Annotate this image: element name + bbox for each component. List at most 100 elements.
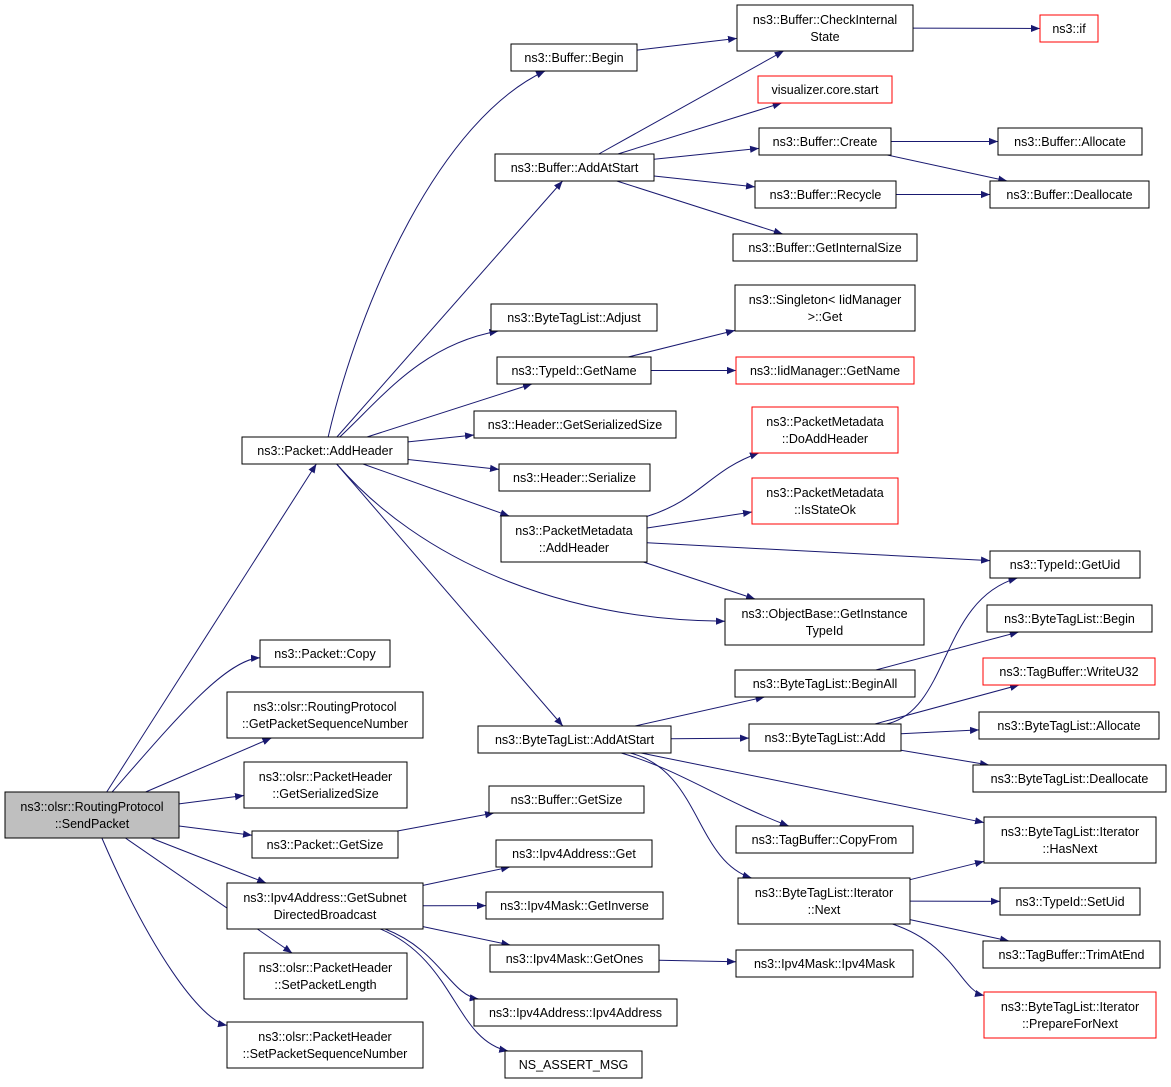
node-label: ns3::PacketMetadata [766, 486, 883, 500]
node-pktmeta-addheader[interactable]: ns3::PacketMetadata::AddHeader [500, 515, 648, 563]
node-packet-copy[interactable]: ns3::Packet::Copy [259, 639, 391, 668]
edge-send_packet-to-pkthdr_getser [178, 793, 245, 805]
node-pktmeta-isstateok[interactable]: ns3::PacketMetadata::IsStateOk [751, 477, 899, 525]
node-buffer-allocate[interactable]: ns3::Buffer::Allocate [997, 127, 1143, 156]
node-packet-getsize[interactable]: ns3::Packet::GetSize [251, 830, 399, 859]
node-pkthdr-setseq[interactable]: ns3::olsr::PacketHeader::SetPacketSequen… [226, 1021, 424, 1069]
node-label: ::PrepareForNext [1022, 1017, 1118, 1031]
node-packet-addheader[interactable]: ns3::Packet::AddHeader [241, 436, 409, 465]
node-ipv4addr-ctor[interactable]: ns3::Ipv4Address::Ipv4Address [473, 998, 678, 1027]
node-box [504, 1050, 643, 1079]
node-box [999, 887, 1141, 916]
edge-packet_addheader-to-header_serialize [407, 458, 500, 472]
node-tagbuffer-writeu32[interactable]: ns3::TagBuffer::WriteU32 [982, 657, 1156, 686]
node-label: State [810, 30, 839, 44]
node-bytetaglist-deallocate[interactable]: ns3::ByteTagList::Deallocate [972, 764, 1167, 793]
edge-ipv4_subnet-to-ipv4addr_get [422, 865, 511, 886]
node-box [495, 839, 653, 868]
node-box [473, 410, 677, 439]
node-typeid-getname[interactable]: ns3::TypeId::GetName [496, 356, 652, 385]
node-buffer-recycle[interactable]: ns3::Buffer::Recycle [754, 180, 897, 209]
node-ipv4mask-getinverse[interactable]: ns3::Ipv4Mask::GetInverse [485, 891, 664, 920]
edge-pktmeta_addheader-to-objectbase_getinstance [643, 561, 756, 600]
node-header-serialize[interactable]: ns3::Header::Serialize [498, 463, 651, 492]
node-typeid-setuid[interactable]: ns3::TypeId::SetUid [999, 887, 1141, 916]
node-label: ns3::Packet::GetSize [267, 838, 384, 852]
node-label: DirectedBroadcast [274, 908, 377, 922]
node-box [989, 180, 1150, 209]
node-ipv4mask-getones[interactable]: ns3::Ipv4Mask::GetOnes [489, 944, 660, 973]
node-label: ns3::ByteTagList::BeginAll [753, 677, 898, 691]
node-get-pkt-seq[interactable]: ns3::olsr::RoutingProtocol::GetPacketSeq… [226, 691, 424, 739]
node-box [498, 463, 651, 492]
edge-packet_addheader-to-bytetaglist_addatstart [336, 463, 564, 727]
edge-bytetaglist_add-to-typeid_getuid [886, 577, 1018, 725]
node-label: ::IsStateOk [794, 503, 857, 517]
node-box [986, 604, 1153, 633]
node-pktmeta-doaddheader[interactable]: ns3::PacketMetadata::DoAddHeader [751, 406, 899, 454]
node-pkthdr-getser[interactable]: ns3::olsr::PacketHeader::GetSerializedSi… [243, 761, 408, 809]
node-bytetaglist-add[interactable]: ns3::ByteTagList::Add [748, 723, 902, 752]
node-label: ns3::Buffer::GetInternalSize [748, 241, 901, 255]
node-buffer-deallocate[interactable]: ns3::Buffer::Deallocate [989, 180, 1150, 209]
node-label: ::DoAddHeader [782, 432, 868, 446]
edge-ipv4_subnet-to-ipv4mask_getones [422, 926, 511, 947]
node-bytetaglist-adjust[interactable]: ns3::ByteTagList::Adjust [490, 303, 658, 332]
node-label: ns3::Singleton< IidManager [749, 293, 902, 307]
node-bytetaglist-begin[interactable]: ns3::ByteTagList::Begin [986, 604, 1153, 633]
node-iidmanager-getname[interactable]: ns3::IidManager::GetName [735, 356, 915, 385]
node-label: ::GetPacketSequenceNumber [242, 717, 408, 731]
node-tagbuffer-copyfrom[interactable]: ns3::TagBuffer::CopyFrom [735, 825, 914, 854]
node-box [732, 233, 918, 262]
node-ipv4addr-get[interactable]: ns3::Ipv4Address::Get [495, 839, 653, 868]
node-label: ns3::Buffer::CheckInternal [753, 13, 897, 27]
node-label: ::GetSerializedSize [272, 787, 378, 801]
node-bytetaglist-addatstart[interactable]: ns3::ByteTagList::AddAtStart [477, 725, 672, 754]
node-label: TypeId [806, 624, 844, 638]
node-ns-assert-msg[interactable]: NS_ASSERT_MSG [504, 1050, 643, 1079]
node-box [477, 725, 672, 754]
node-box [983, 816, 1157, 864]
node-singleton-get[interactable]: ns3::Singleton< IidManager>::Get [734, 284, 916, 332]
node-box [978, 711, 1160, 740]
node-typeid-getuid[interactable]: ns3::TypeId::GetUid [989, 550, 1141, 579]
edge-typeid_getname-to-singleton_get [628, 329, 736, 358]
node-bytetaglist-allocate[interactable]: ns3::ByteTagList::Allocate [978, 711, 1160, 740]
node-label: ns3::PacketMetadata [766, 415, 883, 429]
node-label: ns3::TagBuffer::TrimAtEnd [999, 948, 1145, 962]
node-label: ::AddHeader [539, 541, 609, 555]
node-box [496, 356, 652, 385]
node-iterator-hasnext[interactable]: ns3::ByteTagList::Iterator::HasNext [983, 816, 1157, 864]
edge-bytetaglist_add-to-bytetaglist_allocate [900, 726, 980, 735]
node-tagbuffer-trimatend[interactable]: ns3::TagBuffer::TrimAtEnd [982, 940, 1161, 969]
node-send-packet[interactable]: ns3::olsr::RoutingProtocol::SendPacket [4, 791, 180, 839]
node-buffer-getinternalsize[interactable]: ns3::Buffer::GetInternalSize [732, 233, 918, 262]
edge-send_packet-to-ipv4_subnet [150, 837, 267, 884]
node-bytetaglist-beginall[interactable]: ns3::ByteTagList::BeginAll [734, 669, 916, 698]
node-pkthdr-setlen[interactable]: ns3::olsr::PacketHeader::SetPacketLength [243, 952, 408, 1000]
node-buffer-create[interactable]: ns3::Buffer::Create [758, 127, 892, 156]
node-label: ns3::Ipv4Mask::GetInverse [500, 899, 649, 913]
edge-pktmeta_addheader-to-pktmeta_doaddheader [646, 452, 760, 517]
node-iterator-prepare[interactable]: ns3::ByteTagList::Iterator::PrepareForNe… [983, 991, 1157, 1039]
node-ipv4-subnet[interactable]: ns3::Ipv4Address::GetSubnetDirectedBroad… [226, 882, 424, 930]
node-label: ns3::Ipv4Mask::GetOnes [506, 952, 644, 966]
node-header-getser[interactable]: ns3::Header::GetSerializedSize [473, 410, 677, 439]
node-iterator-next[interactable]: ns3::ByteTagList::Iterator::Next [737, 877, 911, 925]
node-box [243, 761, 408, 809]
node-ipv4mask-ctor[interactable]: ns3::Ipv4Mask::Ipv4Mask [735, 949, 914, 978]
node-label: ::Next [808, 903, 841, 917]
edge-send_packet-to-packet_addheader [106, 463, 317, 793]
node-label: ns3::olsr::PacketHeader [258, 1030, 391, 1044]
node-buffer-addatstart[interactable]: ns3::Buffer::AddAtStart [494, 153, 655, 182]
node-buffer-begin[interactable]: ns3::Buffer::Begin [510, 43, 638, 72]
edge-bytetaglist_add-to-tagbuffer_writeu32 [874, 683, 1020, 725]
node-buffer-getsize[interactable]: ns3::Buffer::GetSize [488, 785, 645, 814]
node-visualizer-start[interactable]: visualizer.core.start [757, 75, 893, 104]
node-label: >::Get [808, 310, 843, 324]
node-ns3-if[interactable]: ns3::if [1039, 14, 1099, 43]
edge-packet_addheader-to-objectbase_getinstance [336, 463, 726, 625]
